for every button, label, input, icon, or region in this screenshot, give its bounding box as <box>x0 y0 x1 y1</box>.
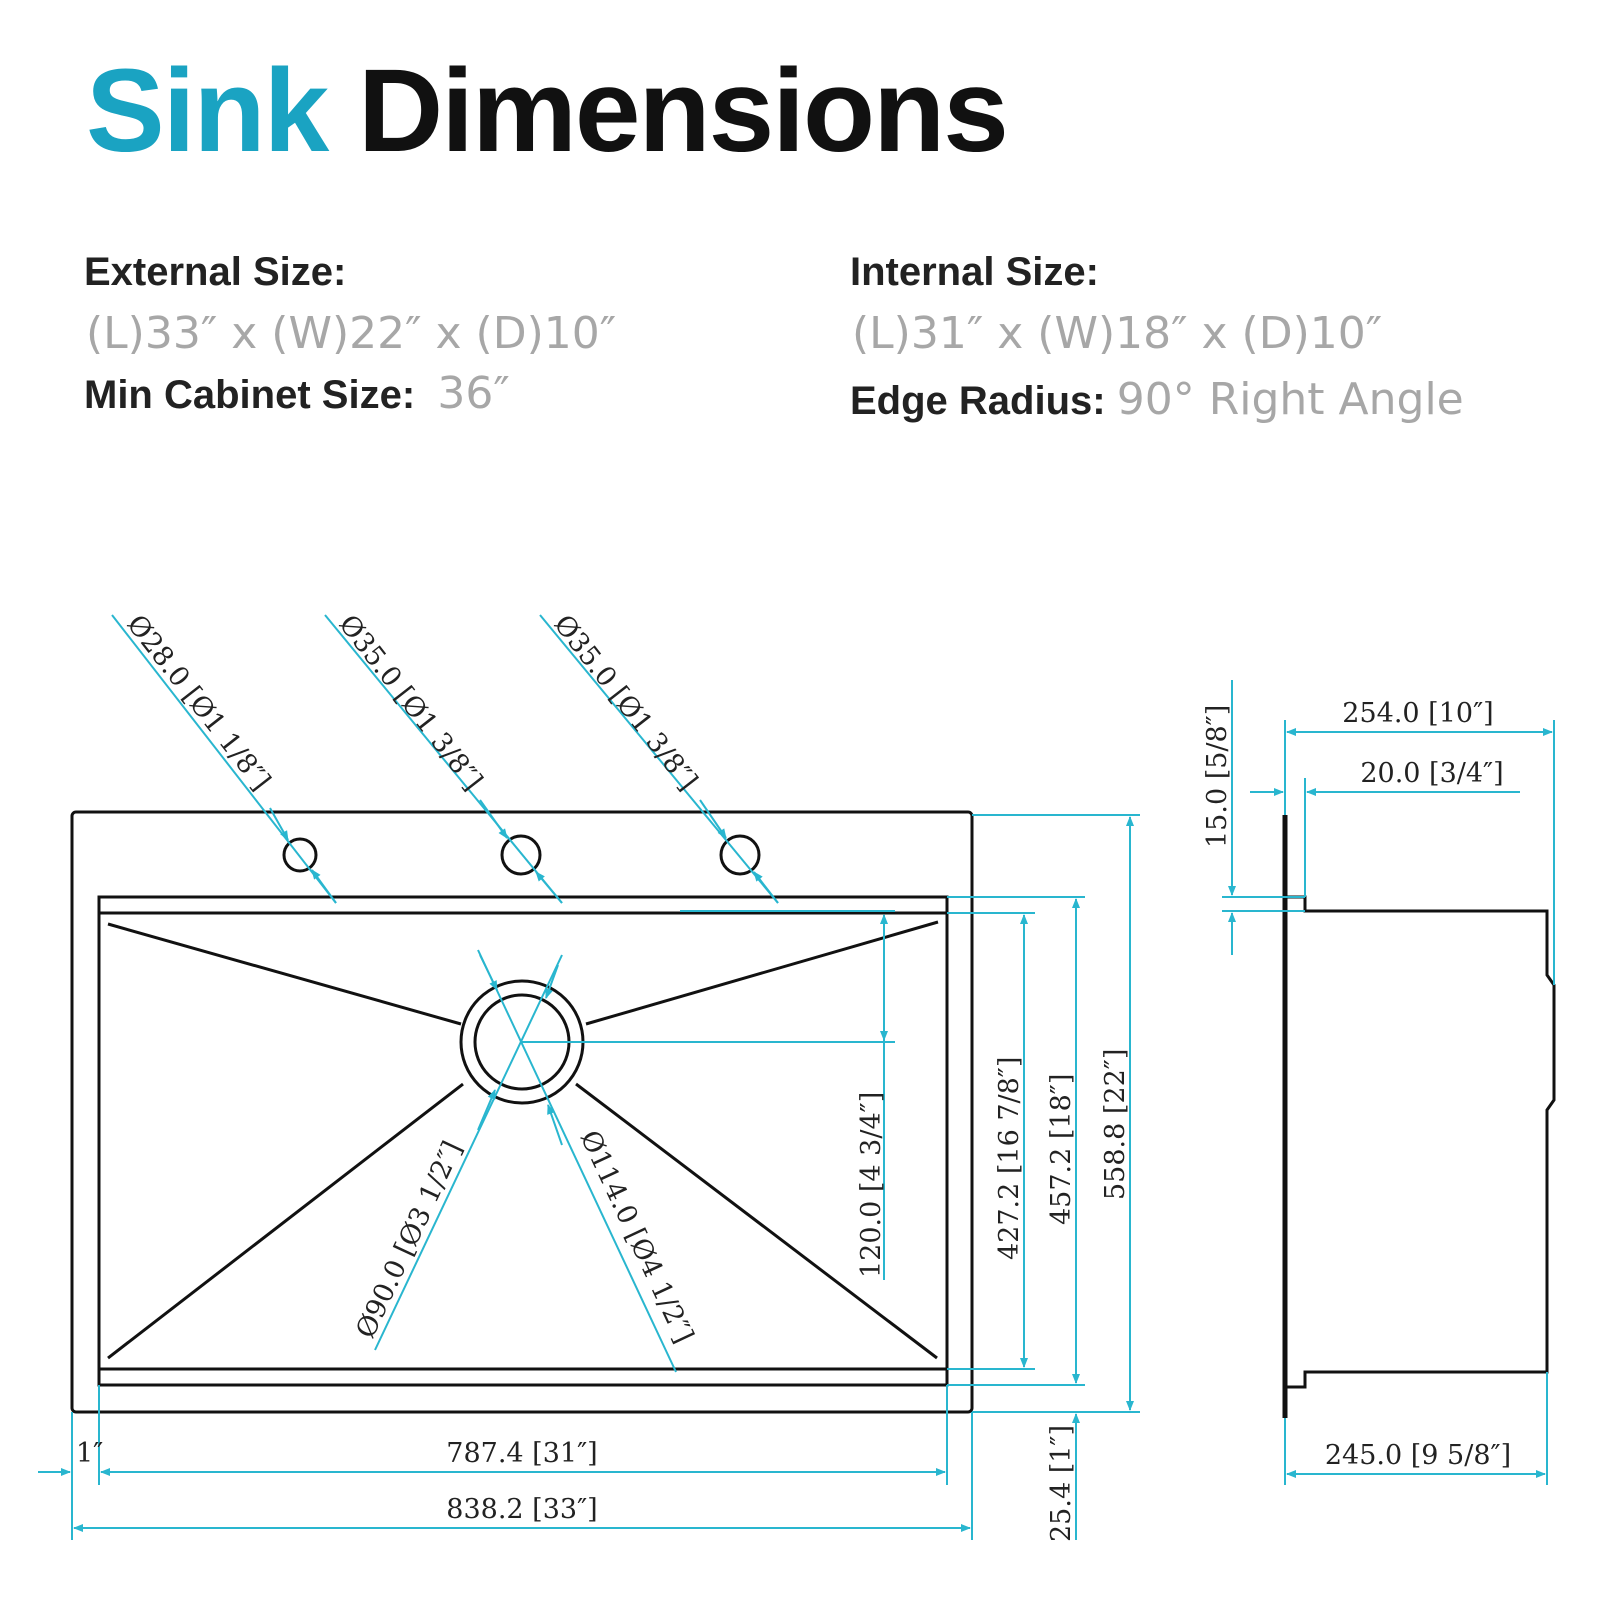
dimension-lines <box>38 614 1555 1540</box>
slope-line-tl <box>107 922 462 1026</box>
bowl-profile <box>1285 895 1556 1389</box>
leader-drain-outer <box>477 949 677 1373</box>
leader-hole-left <box>111 614 337 904</box>
label-hole-middle: Ø35.0 [Ø1 3/8″] <box>332 609 488 796</box>
label-drain-offset: 120.0 [4 3/4″] <box>856 1092 887 1278</box>
side-view <box>1282 815 1556 1418</box>
min-cabinet-value: 36″ <box>437 368 510 419</box>
label-side-depth: 254.0 [10″] <box>1342 698 1493 729</box>
edge-radius-label: Edge Radius: <box>850 379 1106 423</box>
label-drain-outer: Ø114.0 [Ø4 1/2″] <box>574 1126 700 1348</box>
faucet-hole-left <box>282 837 318 873</box>
edge-radius-value: 90° Right Angle <box>1116 374 1464 425</box>
edge-radius-row: Edge Radius: 90° Right Angle <box>850 378 1464 422</box>
arrow-hole-right-b <box>753 871 779 904</box>
arrow-hole-middle-b <box>535 871 563 904</box>
leader-hole-right <box>539 614 779 904</box>
label-outer-length: 838.2 [33″] <box>446 1494 597 1525</box>
leader-hole-middle <box>324 614 563 904</box>
arrow-hole-middle-a <box>479 799 508 839</box>
label-drain-inner: Ø90.0 [Ø3 1/2″] <box>350 1137 468 1343</box>
label-rim: 1″ <box>76 1438 103 1469</box>
arrow-drain-outer-a <box>479 954 498 991</box>
arrow-drain-inner-a <box>545 964 559 999</box>
min-cabinet-label: Min Cabinet Size: <box>84 373 416 417</box>
title-rest: Dimensions <box>358 45 1009 177</box>
internal-size-label: Internal Size: <box>850 250 1099 294</box>
label-flange-width: 20.0 [3/4″] <box>1360 758 1503 789</box>
slope-line-tr <box>585 920 939 1026</box>
label-inner-floor: 427.2 [16 7/8″] <box>994 1057 1025 1260</box>
dimension-labels: Ø28.0 [Ø1 1/8″] Ø35.0 [Ø1 3/8″] Ø35.0 [Ø… <box>76 609 1511 1542</box>
external-size-label: External Size: <box>84 250 347 294</box>
label-hole-left: Ø28.0 [Ø1 1/8″] <box>120 609 276 796</box>
outer-rim <box>70 810 974 1414</box>
label-inner-length: 787.4 [31″] <box>446 1438 597 1469</box>
page-title: Sink Dimensions <box>86 52 1009 170</box>
faucet-hole-middle <box>500 834 542 876</box>
arrow-hole-left-b <box>311 869 337 904</box>
leader-drain-inner <box>374 954 563 1351</box>
faucet-hole-right <box>719 834 761 876</box>
arrow-hole-left-a <box>269 807 289 841</box>
top-view <box>70 810 974 1414</box>
bowl-outline <box>97 895 949 1387</box>
arrow-drain-inner-b <box>477 1089 496 1131</box>
slope-line-br <box>575 1082 938 1360</box>
label-flange-step: 15.0 [5/8″] <box>1202 705 1233 848</box>
internal-size-value: (L)31″ x (W)18″ x (D)10″ <box>852 308 1383 359</box>
external-size-value: (L)33″ x (W)22″ x (D)10″ <box>86 308 617 359</box>
arrow-drain-outer-b <box>547 1104 563 1146</box>
slope-line-bl <box>107 1082 464 1360</box>
label-outer-width: 558.8 [22″] <box>1100 1049 1131 1200</box>
min-cabinet-row: Min Cabinet Size: 36″ <box>84 372 510 416</box>
label-inner-width: 457.2 [18″] <box>1046 1074 1077 1225</box>
title-accent: Sink <box>86 45 329 177</box>
label-hole-right: Ø35.0 [Ø1 3/8″] <box>547 609 703 796</box>
label-front-rim: 25.4 [1″] <box>1046 1425 1077 1542</box>
arrow-hole-right-a <box>699 799 727 839</box>
label-side-bottom: 245.0 [9 5/8″] <box>1325 1440 1511 1471</box>
